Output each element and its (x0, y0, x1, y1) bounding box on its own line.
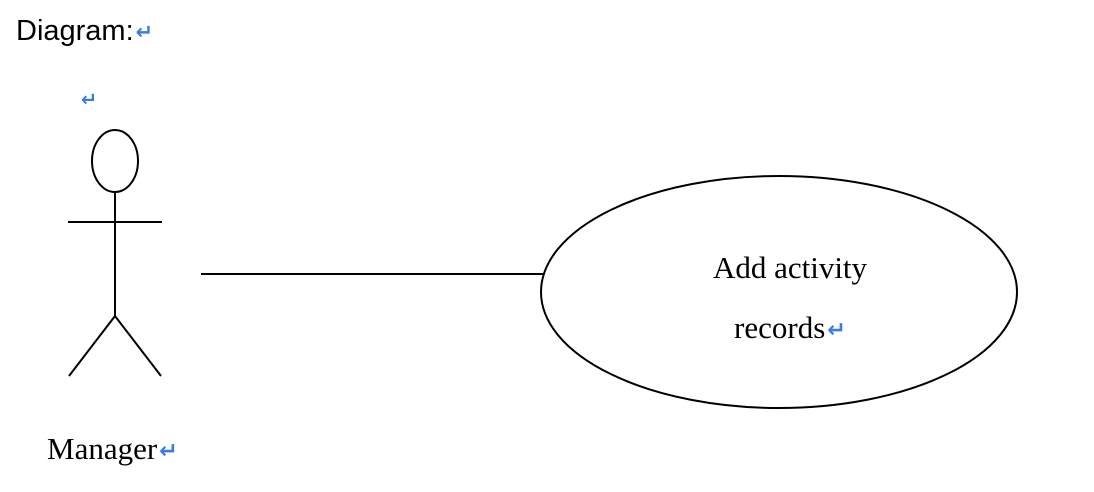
paragraph-mark-icon: ↵ (81, 88, 98, 112)
paragraph-mark-icon: ↵ (159, 437, 178, 464)
actor-left-leg (68, 315, 116, 377)
use-case-line-2: records↵ (640, 298, 940, 360)
empty-paragraph: ↵ (79, 82, 97, 114)
actor-stick-figure (68, 129, 162, 377)
actor-name: Manager (47, 431, 158, 466)
actor-right-leg (114, 315, 162, 377)
heading-text: Diagram: (16, 15, 134, 47)
use-case-line-1: Add activity (712, 250, 868, 285)
actor-label: Manager↵ (47, 430, 178, 467)
use-case-label: Add activity records↵ (640, 238, 940, 360)
paragraph-mark-icon: ↵ (827, 316, 846, 343)
actor-head (91, 129, 139, 193)
diagram-heading: Diagram:↵ (16, 14, 153, 49)
paragraph-mark-icon: ↵ (135, 19, 154, 44)
use-case-ellipse (540, 175, 1018, 409)
